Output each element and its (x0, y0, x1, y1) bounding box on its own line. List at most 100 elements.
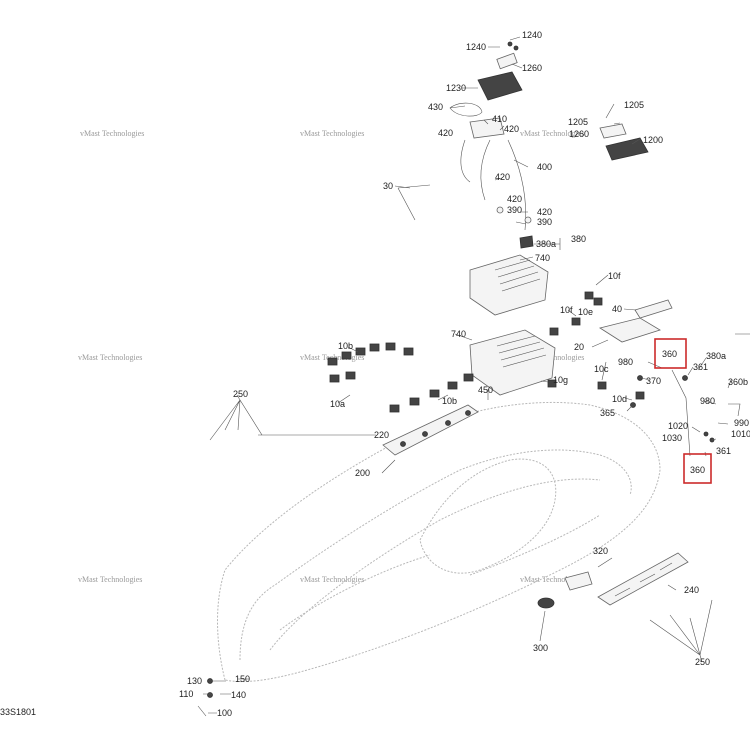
rail-fastener (400, 441, 406, 447)
callout-10f: 10f (560, 305, 573, 315)
switch (549, 327, 559, 336)
part-1260-plate (599, 123, 627, 139)
switch (327, 357, 338, 366)
callout-320: 320 (593, 546, 608, 556)
callout-420: 420 (537, 207, 552, 217)
callout-10e: 10e (578, 307, 593, 317)
part-1200-vent (605, 137, 649, 161)
rail-240-slots (614, 562, 673, 597)
part-400-hose-b (507, 139, 527, 231)
callout-220: 220 (374, 430, 389, 440)
part-1020 (703, 431, 709, 437)
switch (355, 347, 366, 356)
leader-lines (203, 36, 750, 714)
footwell-rear (469, 514, 601, 576)
part-240-rail (597, 552, 689, 606)
part-1240-screw (507, 41, 513, 47)
watermark: vMast Technologies (80, 129, 144, 138)
callout-1010: 1010 (731, 429, 750, 439)
watermark: vMast Technologies (300, 353, 364, 362)
callout-365: 365 (600, 408, 615, 418)
callout-40: 40 (612, 304, 622, 314)
callout-380: 380 (571, 234, 586, 244)
part-1240-screw (513, 45, 519, 51)
switch-10c (597, 381, 607, 390)
callout-labels: 1240 1240 1260 1230 430 410 420 420 400 … (179, 30, 750, 718)
callout-420: 420 (438, 128, 453, 138)
callout-1200: 1200 (643, 135, 663, 145)
part-1240-bracket (496, 52, 518, 70)
hull-outline (217, 401, 661, 683)
highlight-box-360-upper (654, 338, 687, 369)
part-100-bolt (197, 705, 207, 717)
callout-420: 420 (495, 172, 510, 182)
fasteners (197, 369, 741, 717)
callout-300: 300 (533, 643, 548, 653)
part-110-nut (207, 692, 213, 698)
part-320-bracket (564, 571, 593, 591)
watermark: vMast Technologies (300, 575, 364, 584)
callout-420: 420 (507, 194, 522, 204)
part-300-plug (537, 597, 555, 609)
part-410-fitting (469, 117, 505, 139)
callout-740: 740 (535, 253, 550, 263)
part-400-hose-c (460, 139, 471, 183)
callout-990: 990 (734, 418, 749, 428)
switch-10e (571, 317, 581, 326)
watermark: vMast Technologies (520, 129, 584, 138)
part-361 (682, 375, 688, 381)
callout-980: 980 (700, 396, 715, 406)
watermark: vMast Technologies (78, 575, 142, 584)
callout-400: 400 (537, 162, 552, 172)
callout-30: 30 (383, 181, 393, 191)
callout-100: 100 (217, 708, 232, 718)
switch (403, 347, 414, 356)
callout-200: 200 (355, 468, 370, 478)
callout-1260: 1260 (569, 129, 589, 139)
callout-980: 980 (618, 357, 633, 367)
lid-assembly (397, 41, 649, 249)
switch-10d (635, 391, 645, 400)
rail-fastener (445, 420, 451, 426)
callout-380a: 380a (536, 239, 556, 249)
watermark: vMast Technologies (520, 575, 584, 584)
watermark: vMast Technologies (300, 129, 364, 138)
callout-1260: 1260 (522, 63, 542, 73)
switch (385, 342, 396, 351)
diagram-code: 33S1801 (0, 707, 36, 717)
hull-deck-line (239, 449, 632, 661)
switch (369, 343, 380, 352)
callout-110: 110 (179, 689, 193, 699)
callout-370: 370 (646, 376, 661, 386)
callout-20: 20 (574, 342, 584, 352)
part-740-bin-upper (469, 254, 549, 316)
callout-1230: 1230 (446, 83, 466, 93)
callout-10f: 10f (608, 271, 621, 281)
callout-380a: 380a (706, 351, 726, 361)
callout-390: 390 (537, 217, 552, 227)
callout-360: 360 (662, 349, 677, 359)
switch (341, 351, 352, 360)
part-1230-grille (477, 71, 523, 101)
switch (409, 397, 420, 406)
callout-360b: 360b (728, 377, 748, 387)
part-220-rail (382, 404, 479, 456)
part-370 (637, 375, 643, 381)
switch (389, 404, 400, 413)
callout-410: 410 (492, 114, 507, 124)
switch-10g (547, 379, 557, 388)
callout-1240: 1240 (466, 42, 486, 52)
part-130-washer (207, 678, 213, 684)
switch (329, 374, 340, 383)
hull-drawing (217, 401, 661, 683)
part-30-cable (397, 184, 431, 221)
watermark: vMast Technologies (78, 353, 142, 362)
callout-1205: 1205 (624, 100, 644, 110)
switch (463, 373, 474, 382)
switch-10f (593, 297, 603, 306)
rail-fastener (465, 410, 471, 416)
callout-250: 250 (233, 389, 248, 399)
part-400-hose (480, 139, 491, 201)
rail-fastener (422, 431, 428, 437)
